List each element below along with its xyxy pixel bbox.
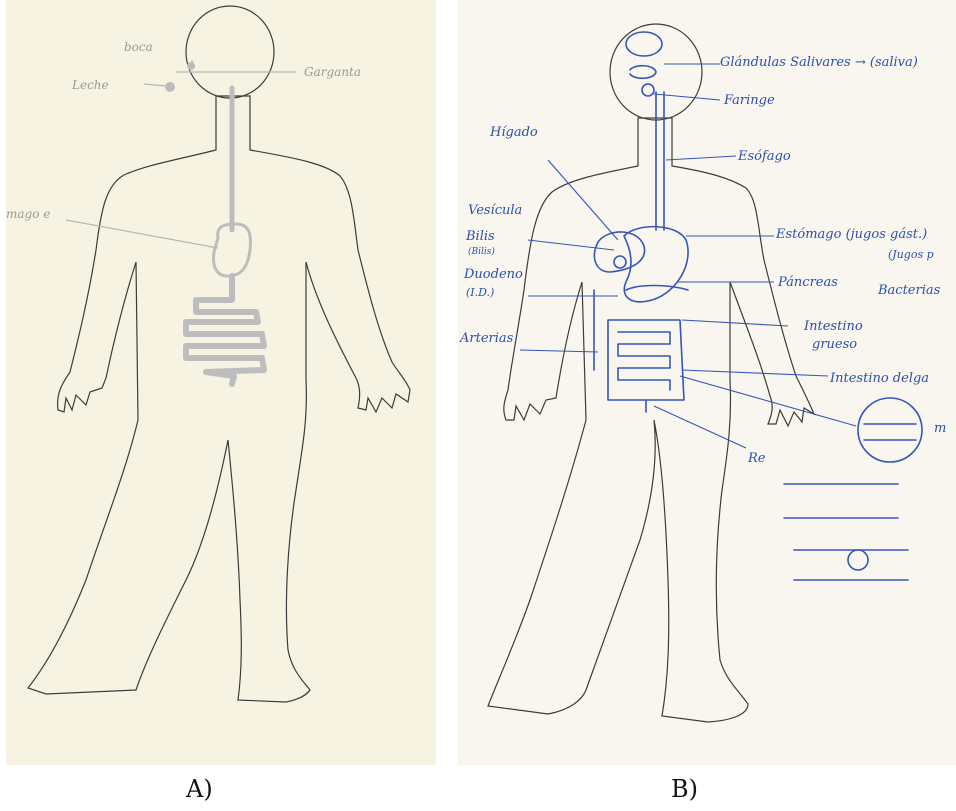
pharynx-icon xyxy=(642,84,654,96)
absorption-circle-icon xyxy=(848,550,868,570)
mouth-dot-icon xyxy=(165,82,175,92)
label-vesicula: Vesícula xyxy=(468,203,522,218)
liver-icon xyxy=(594,232,644,272)
label-garganta: Garganta xyxy=(304,65,361,79)
body-outline-a xyxy=(28,6,410,702)
esophagus-icon xyxy=(656,92,664,230)
boca-dot-icon xyxy=(187,62,195,70)
label-intestino-delgado: Intestino delga xyxy=(829,371,929,386)
label-estomago: mago e xyxy=(6,207,50,221)
label-estomago: Estómago (jugos gást.) xyxy=(775,227,927,242)
pancreas-icon xyxy=(626,286,688,291)
label-higado: Hígado xyxy=(489,125,538,140)
panel-a-drawing: boca Leche Garganta mago e xyxy=(6,0,436,765)
label-bilis: Bilis xyxy=(465,229,495,244)
digestive-tract-a xyxy=(165,62,264,384)
digestive-system-b xyxy=(594,32,922,580)
label-glandulas: Glándulas Salivares → (saliva) xyxy=(720,55,918,70)
label-bacterias: Bacterias xyxy=(877,283,941,298)
label-jugos: (Jugos p xyxy=(888,248,934,261)
label-arterias: Arterias xyxy=(459,331,514,346)
label-bilis-sub: (Bilis) xyxy=(468,246,495,257)
label-intestino-grueso-1: Intestino xyxy=(803,319,863,334)
caption-b: B) xyxy=(671,775,698,803)
label-pancreas: Páncreas xyxy=(777,275,838,290)
caption-a: A) xyxy=(186,775,213,803)
label-esofago: Esófago xyxy=(737,149,791,164)
label-boca: boca xyxy=(124,40,153,54)
label-leche: Leche xyxy=(71,78,109,92)
absorption-sketch-icon xyxy=(784,484,908,580)
panel-b-drawing: Glándulas Salivares → (saliva) Faringe H… xyxy=(458,0,956,765)
label-faringe: Faringe xyxy=(723,93,775,108)
brain-icon xyxy=(626,32,662,56)
label-duodeno-sub: (I.D.) xyxy=(466,286,494,299)
label-mark-m: m xyxy=(934,421,946,436)
panel-a-svg: boca Leche Garganta mago e xyxy=(6,0,436,765)
villi-detail-icon xyxy=(858,398,922,462)
salivary-gland-icon xyxy=(630,66,656,79)
label-duodeno: Duodeno xyxy=(463,267,523,282)
gallbladder-icon xyxy=(614,256,626,268)
panel-b-svg: Glándulas Salivares → (saliva) Faringe H… xyxy=(458,0,956,765)
stomach-icon xyxy=(624,227,688,302)
villi-lines-icon xyxy=(864,424,916,440)
label-recto: Re xyxy=(747,451,766,466)
label-intestino-grueso-2: grueso xyxy=(812,337,857,352)
small-intestine-icon xyxy=(618,332,670,390)
